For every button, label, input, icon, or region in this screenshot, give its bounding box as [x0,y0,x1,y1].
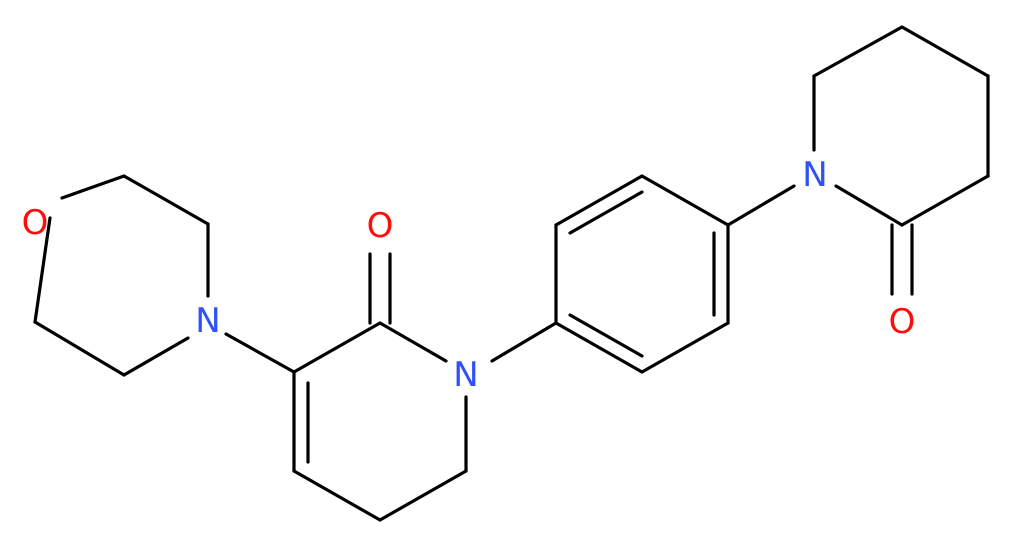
bond [292,469,382,522]
bond [554,174,644,227]
atom-o-morpholine: O [22,203,49,243]
bond [640,321,730,374]
piperidinone-ring [812,25,990,296]
bond [812,25,904,78]
bond [568,313,644,358]
pyridinone-ring [292,252,468,522]
atom-o-piperidinone: O [889,302,916,342]
bond [568,190,644,235]
bond [640,174,730,227]
atom-o-pyridinone: O [367,206,394,246]
bond [726,184,796,227]
bond [834,184,904,227]
bond [378,321,448,363]
bond [378,469,468,522]
phenyl-ring [554,174,730,374]
bond [122,336,190,377]
bond [490,321,558,363]
atom-n-pyridinone: N [453,355,478,395]
atom-n-piperidinone: N [802,155,827,195]
bond [900,25,990,78]
bond [554,321,644,374]
bond [60,174,126,200]
atom-n-morpholine: N [195,301,220,341]
bond [900,174,990,227]
bond [33,216,52,324]
bond [122,174,210,226]
morpholine-ring [33,174,210,377]
bond [33,320,126,377]
bond [224,332,296,374]
bond [292,321,382,374]
